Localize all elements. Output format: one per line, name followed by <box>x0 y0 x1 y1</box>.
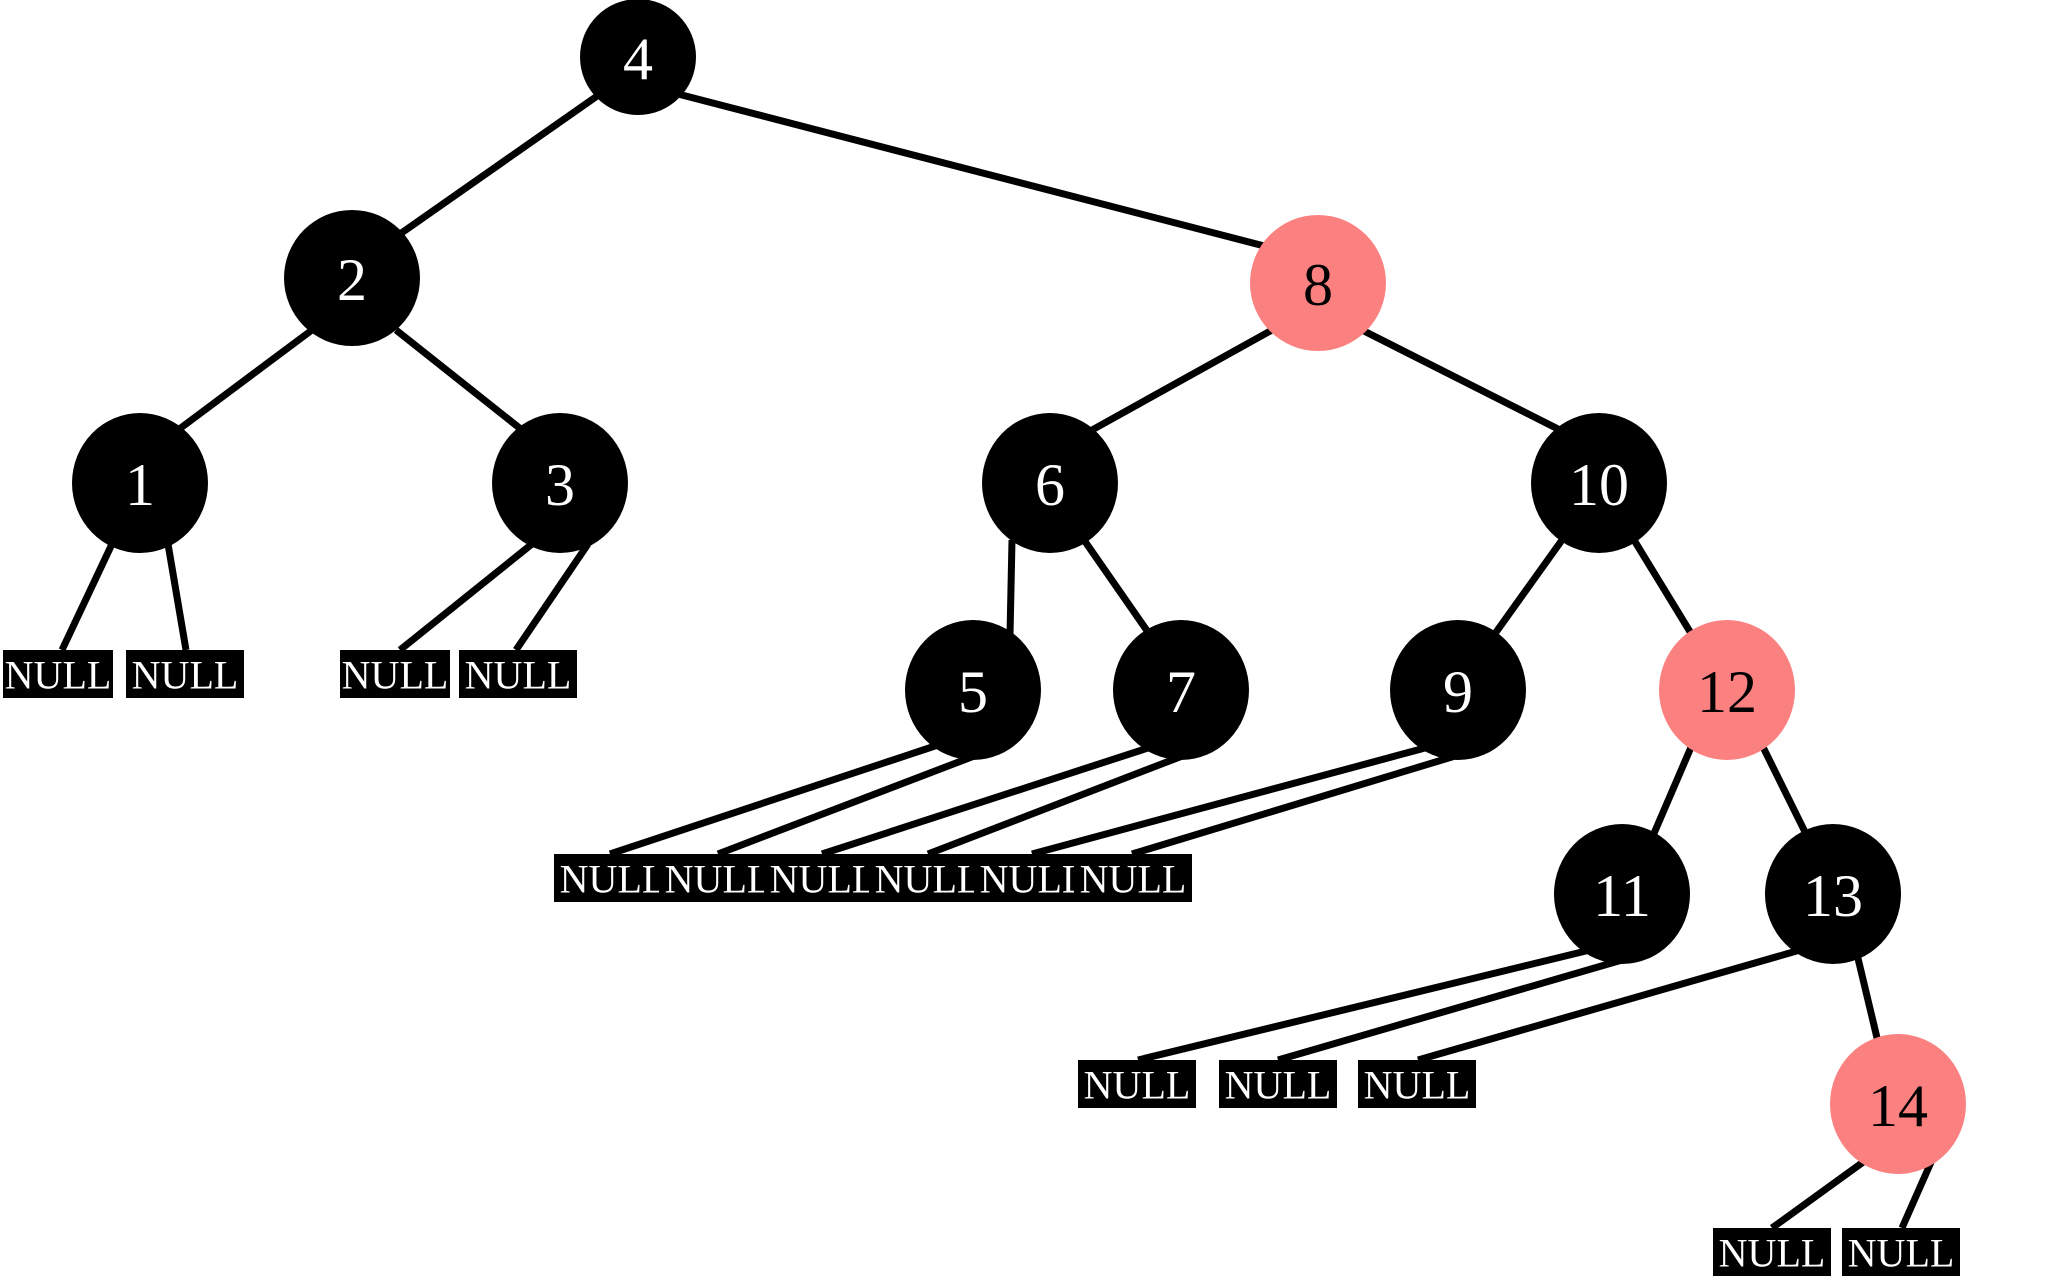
null-leaf-box <box>1074 854 1192 902</box>
null-leaf-box <box>659 854 777 902</box>
null-leaf: NULL <box>1074 854 1192 902</box>
tree-edge-n5-l6 <box>716 746 992 858</box>
tree-edge-n14-l14 <box>1769 1157 1869 1231</box>
tree-edge-n2-n3 <box>393 327 525 433</box>
tree-node-10[interactable]: 10 <box>1531 413 1667 553</box>
null-leaf: NULL <box>869 854 987 902</box>
tree-edge-n11-l12 <box>1277 956 1623 1064</box>
node-circle-black[interactable] <box>580 0 696 115</box>
tree-edge-n9-l10 <box>1130 746 1477 858</box>
tree-edge-n13-n14 <box>1852 949 1882 1043</box>
tree-node-3[interactable]: 3 <box>492 413 628 553</box>
null-leaf: NULL <box>659 854 777 902</box>
tree-edge-n14-l15 <box>1898 1158 1936 1230</box>
tree-node-11[interactable]: 11 <box>1554 824 1690 964</box>
tree-edge-n8-n10 <box>1360 326 1562 434</box>
null-leaf-box <box>869 854 987 902</box>
tree-edge-n4-n8 <box>677 90 1273 252</box>
tree-node-1[interactable]: 1 <box>72 413 208 553</box>
tree-edge-n12-n11 <box>1648 743 1696 840</box>
tree-node-4[interactable]: 4 <box>580 0 696 115</box>
null-leaf-box <box>1358 1060 1476 1108</box>
null-leaf: NULL <box>3 650 113 698</box>
tree-edge-n13-l13 <box>1417 946 1801 1064</box>
node-circle-black[interactable] <box>72 413 208 553</box>
tree-edge-n9-l9 <box>1031 744 1426 858</box>
node-circle-red[interactable] <box>1250 215 1386 351</box>
node-circle-black[interactable] <box>982 413 1118 553</box>
null-leaf: NULL <box>1842 1228 1960 1276</box>
node-circle-black[interactable] <box>1531 413 1667 553</box>
tree-node-14[interactable]: 14 <box>1830 1034 1966 1174</box>
null-leaf: NULL <box>126 650 244 698</box>
null-leaf: NULL <box>1358 1060 1476 1108</box>
tree-edge-n3-l3 <box>397 541 535 653</box>
tree-edge-n11-l11 <box>1137 946 1591 1064</box>
tree-edge-n3-l4 <box>513 542 591 652</box>
null-leaf-box <box>554 854 672 902</box>
tree-edge-n1-l1 <box>58 542 116 652</box>
node-circle-black[interactable] <box>1113 620 1249 760</box>
null-leaf: NULL <box>1078 1060 1196 1108</box>
tree-edge-n6-n7 <box>1081 538 1153 637</box>
node-circle-black[interactable] <box>284 210 420 346</box>
tree-node-13[interactable]: 13 <box>1765 824 1901 964</box>
node-circle-black[interactable] <box>905 620 1041 760</box>
node-circle-black[interactable] <box>1554 824 1690 964</box>
null-leaf: NULL <box>1219 1060 1337 1108</box>
tree-edge-n4-n2 <box>387 91 603 244</box>
node-circle-black[interactable] <box>1390 620 1526 760</box>
tree-node-12[interactable]: 12 <box>1659 620 1795 760</box>
null-leaf: NULL <box>764 854 882 902</box>
null-leaf: NULL <box>554 854 672 902</box>
tree-edge-n5-l5 <box>608 741 940 858</box>
tree-edge-n7-l7 <box>820 744 1150 858</box>
null-leaf-box <box>459 650 577 698</box>
null-leaf-box <box>1842 1228 1960 1276</box>
null-leaf: NULL <box>459 650 577 698</box>
node-circle-red[interactable] <box>1659 620 1795 760</box>
tree-node-7[interactable]: 7 <box>1113 620 1249 760</box>
tree-edge-n7-l8 <box>926 746 1200 858</box>
null-leaf-box <box>3 650 113 698</box>
null-leaf: NULL <box>340 650 450 698</box>
null-leaf-box <box>764 854 882 902</box>
tree-edge-n1-l2 <box>164 543 190 651</box>
tree-node-9[interactable]: 9 <box>1390 620 1526 760</box>
null-leaf: NULL <box>1713 1228 1831 1276</box>
null-leaf-box <box>974 854 1092 902</box>
null-leaf-box <box>1219 1060 1337 1108</box>
tree-edge-n10-n9 <box>1491 537 1565 638</box>
node-circle-black[interactable] <box>1765 824 1901 964</box>
tree-node-6[interactable]: 6 <box>982 413 1118 553</box>
null-leaf-box <box>1713 1228 1831 1276</box>
tree-edge-n12-n13 <box>1758 743 1812 840</box>
tree-edge-n8-n6 <box>1090 326 1274 434</box>
tree-node-2[interactable]: 2 <box>284 210 420 346</box>
tree-node-8[interactable]: 8 <box>1250 215 1386 351</box>
null-leaf-box <box>126 650 244 698</box>
tree-node-5[interactable]: 5 <box>905 620 1041 760</box>
node-circle-black[interactable] <box>492 413 628 553</box>
node-circle-red[interactable] <box>1830 1034 1966 1174</box>
null-leaf-box <box>1078 1060 1196 1108</box>
tree-edge-n6-n5 <box>1006 539 1016 636</box>
edges-layer <box>58 90 1936 1231</box>
null-leaf-box <box>340 650 450 698</box>
tree-edge-n2-n1 <box>175 327 315 433</box>
tree-edge-n10-n12 <box>1631 538 1695 637</box>
